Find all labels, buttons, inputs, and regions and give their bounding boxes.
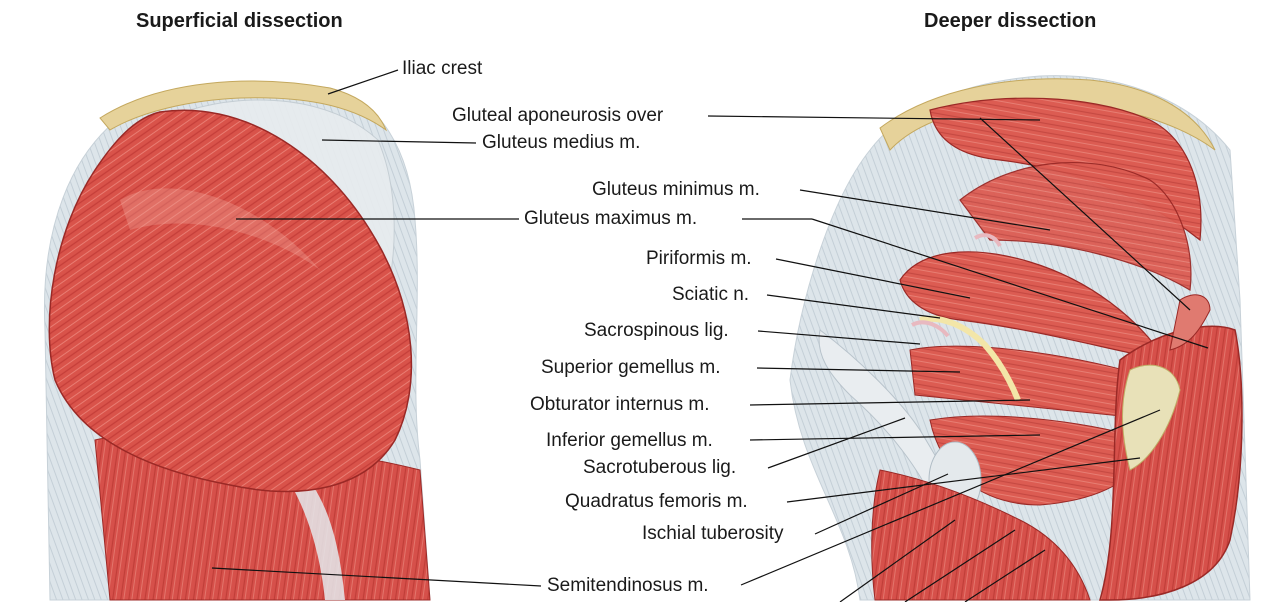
leader-sacrospinous [757, 330, 921, 345]
leader-gluteus-medius [321, 139, 477, 144]
label-inferior-gemellus: Inferior gemellus m. [546, 430, 713, 451]
deeper-illustration [707, 75, 1251, 603]
superior-gluteal-vessels [973, 233, 1002, 248]
cut-edge-gluteus-maximus [1169, 294, 1211, 351]
label-gluteus-medius: Gluteus medius m. [482, 132, 641, 153]
leader-inferior-gemellus [749, 434, 1041, 441]
leader-ischial-tuberosity [814, 473, 949, 535]
leader-superior-gemellus [756, 367, 961, 373]
label-quadratus-femoris: Quadratus femoris m. [565, 491, 748, 512]
label-gluteus-minimus: Gluteus minimus m. [592, 179, 760, 200]
leader-semitendinosus [211, 567, 542, 587]
label-superior-gemellus: Superior gemellus m. [541, 357, 721, 378]
leader-gluteal-aponeurosis-a [707, 115, 1041, 121]
leader-iliac-crest [327, 69, 399, 95]
leader-quadratus-femoris [786, 457, 1141, 503]
leader-bottom-c [964, 549, 1046, 603]
inferior-gluteal-vessels [911, 320, 950, 338]
label-gluteus-maximus: Gluteus maximus m. [524, 208, 698, 229]
label-piriformis: Piriformis m. [646, 248, 752, 269]
leader-sacrotuberous [767, 417, 906, 469]
trochanter-tendons [1122, 364, 1181, 471]
leader-bottom-b [904, 529, 1016, 603]
leader-piriformis [775, 258, 971, 299]
superficial-illustration [43, 69, 542, 601]
label-ischial-tuberosity: Ischial tuberosity [642, 523, 784, 544]
label-semitendinosus: Semitendinosus m. [547, 575, 709, 596]
label-sacrospinous: Sacrospinous lig. [584, 320, 729, 341]
gluteus-maximus-highlight [120, 188, 320, 270]
superficial-dissection-heading: Superficial dissection [136, 10, 343, 32]
label-sacrotuberous: Sacrotuberous lig. [583, 457, 737, 478]
sciatic-nerve [919, 315, 1021, 402]
leader-obturator-internus [749, 399, 1031, 406]
leader-sciatic [766, 294, 941, 319]
hamstring-tendon-band [285, 470, 345, 600]
leader-bottom-a [839, 519, 956, 603]
label-gluteal-aponeurosis: Gluteal aponeurosis over [452, 105, 664, 126]
leader-gluteus-maximus-deep-b [811, 218, 1209, 349]
label-obturator-internus: Obturator internus m. [530, 394, 710, 415]
label-sciatic: Sciatic n. [672, 284, 750, 305]
reflected-gluteus-maximus [1099, 325, 1243, 601]
leader-gluteal-aponeurosis-b [979, 117, 1191, 311]
leader-gluteus-minimus [799, 189, 1051, 231]
iliac-crest-bone [99, 80, 388, 132]
deep-hamstrings [871, 469, 1091, 601]
leader-semitendinosus-deep [740, 409, 1161, 586]
gluteus-maximus-muscle [48, 109, 413, 493]
label-iliac-crest: Iliac crest [402, 58, 483, 79]
deeper-dissection-heading: Deeper dissection [924, 10, 1097, 32]
